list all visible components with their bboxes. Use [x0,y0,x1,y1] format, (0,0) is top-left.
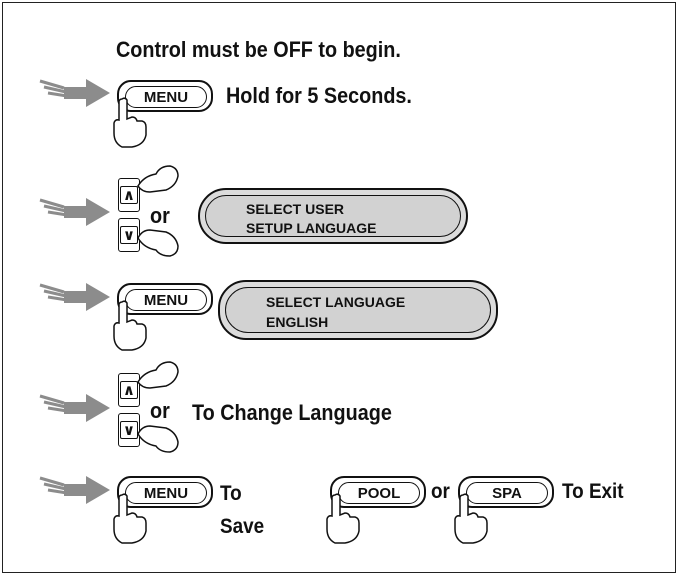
save-text: Save [220,515,265,538]
lcd-display-2: SELECT LANGUAGE ENGLISH [218,280,498,340]
display-1-line-1: SELECT USER [246,201,345,217]
step-arrow-icon-3 [39,283,110,311]
display-1-line-2: SETUP LANGUAGE [246,220,377,236]
hand-icon-6 [137,425,179,453]
down-arrow-icon: ∨ [120,421,138,439]
step-arrow-icon-5 [39,476,110,504]
menu-button-2-label: MENU [125,289,207,311]
menu-button-1[interactable]: MENU [117,80,213,112]
arrow-keys-2: ∧ ∨ [118,373,144,453]
step-arrow-icon-2 [39,198,110,226]
down-key-2[interactable]: ∨ [118,413,140,447]
to-text: To [220,482,242,505]
up-arrow-icon: ∧ [120,186,138,204]
down-arrow-icon: ∨ [120,226,138,244]
hand-icon-3 [137,229,179,257]
step-arrow-icon-4 [39,394,110,422]
display-2-line-2: ENGLISH [266,314,329,330]
menu-button-3-label: MENU [125,482,207,504]
intro-text: Control must be OFF to begin. [116,37,401,62]
hand-icon-4 [113,300,147,351]
menu-button-2[interactable]: MENU [117,283,213,315]
hand-icon-9 [454,493,488,544]
exit-text: To Exit [562,480,624,503]
step-arrow-icon-1 [39,79,110,107]
hold-text: Hold for 5 Seconds. [226,83,412,108]
pool-button-label: POOL [338,482,420,504]
hand-icon-2 [137,165,179,193]
or-text-1: or [150,203,170,228]
or-text-3: or [431,480,450,503]
lcd-display-1: SELECT USER SETUP LANGUAGE [198,188,468,244]
pool-button[interactable]: POOL [330,476,426,508]
up-key-2[interactable]: ∧ [118,373,140,407]
hand-icon-1 [113,97,147,148]
hand-icon-7 [113,493,147,544]
spa-button-label: SPA [466,482,548,504]
display-2-line-1: SELECT LANGUAGE [266,294,406,310]
arrow-keys-1: ∧ ∨ [118,178,144,258]
up-key-1[interactable]: ∧ [118,178,140,212]
hand-icon-5 [137,361,179,389]
hand-icon-8 [326,493,360,544]
change-language-text: To Change Language [192,400,392,425]
spa-button[interactable]: SPA [458,476,554,508]
up-arrow-icon: ∧ [120,381,138,399]
or-text-2: or [150,398,170,423]
menu-button-1-label: MENU [125,86,207,108]
menu-button-3[interactable]: MENU [117,476,213,508]
